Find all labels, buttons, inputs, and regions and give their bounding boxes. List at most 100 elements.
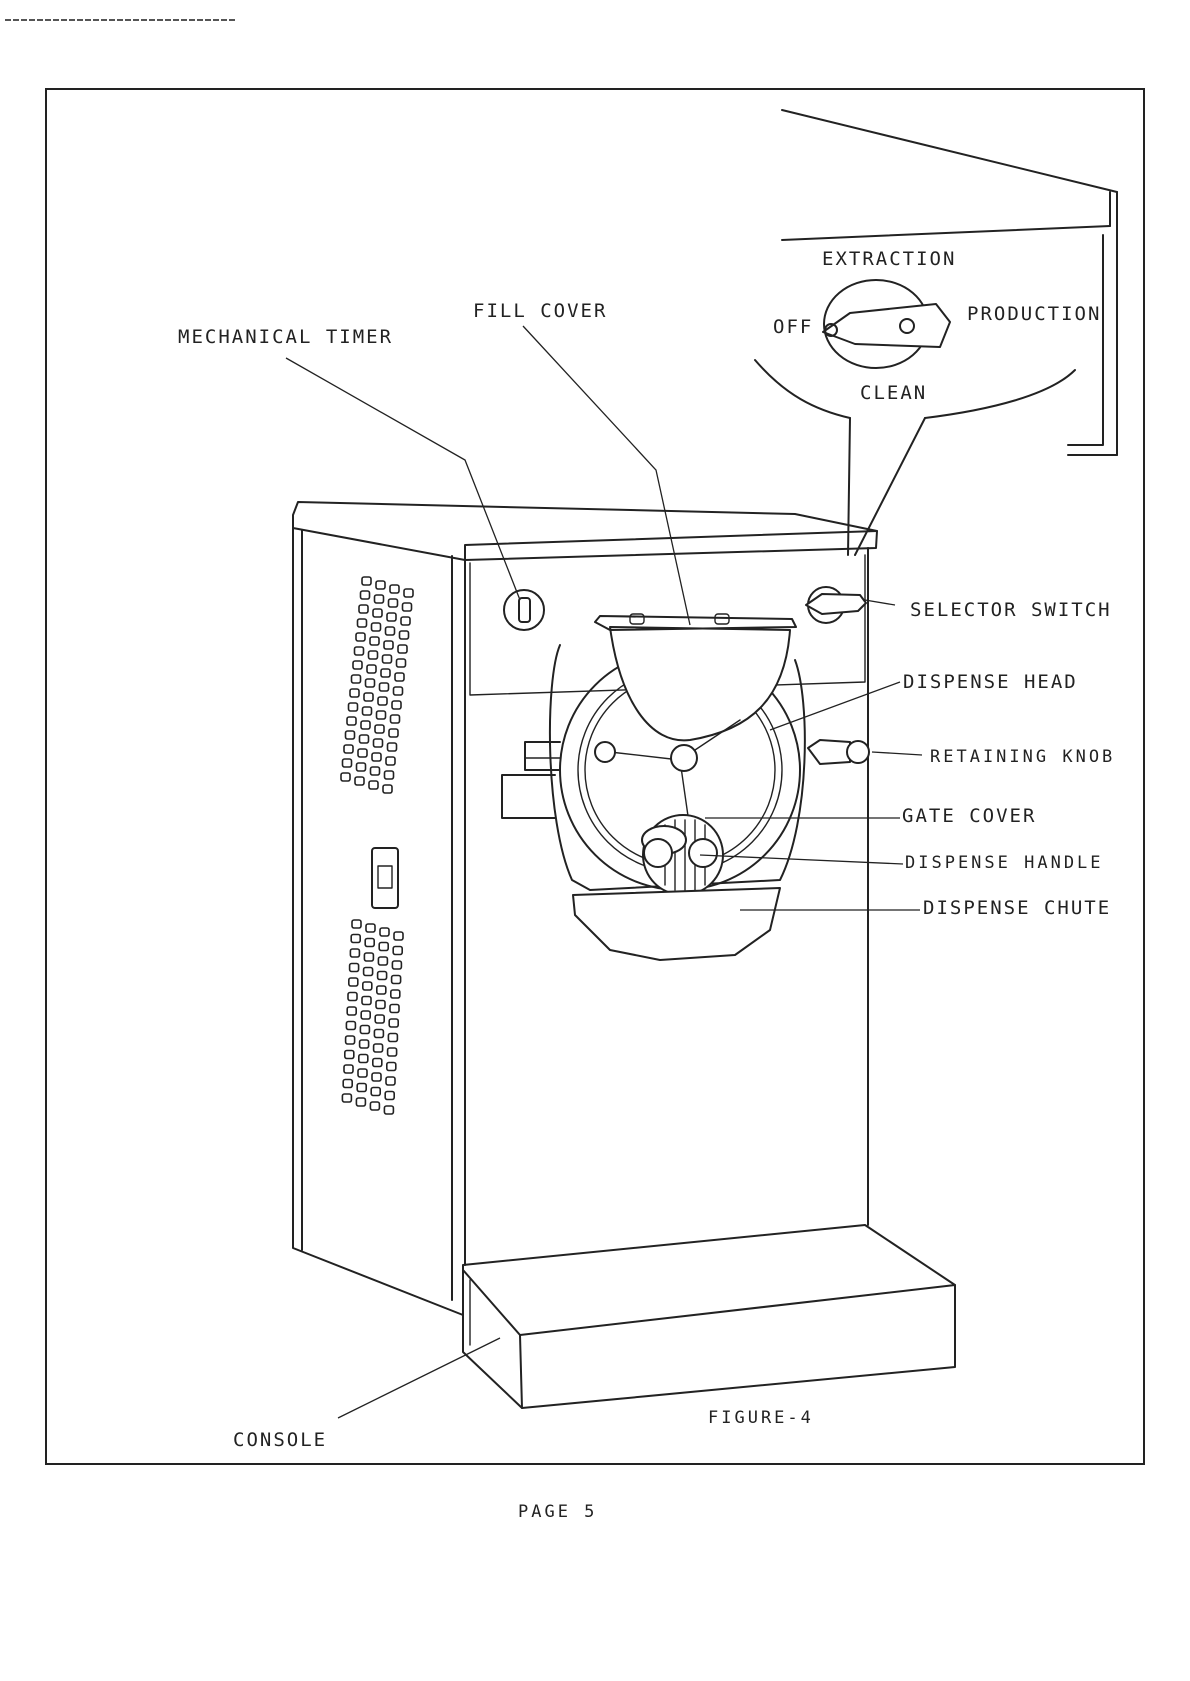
vent-slot (372, 753, 381, 761)
vent-slot (350, 964, 359, 972)
label-gate-cover: GATE COVER (902, 805, 1036, 827)
vent-slot (356, 1098, 365, 1106)
vent-slot (341, 773, 350, 781)
vent-slot (355, 777, 364, 785)
vent-slot (355, 647, 364, 655)
vent-slot (365, 939, 374, 947)
vent-slot (361, 591, 370, 599)
vent-slot (378, 697, 387, 705)
vent-slot (349, 978, 358, 986)
vent-slot (359, 1055, 368, 1063)
vent-slot (364, 968, 373, 976)
vent-slot (388, 1048, 397, 1056)
vent-slot (370, 637, 379, 645)
vent-slot (393, 947, 402, 955)
vent-slot (384, 641, 393, 649)
vent-slot (389, 729, 398, 737)
vent-slot (350, 949, 359, 957)
vent-slot (351, 935, 360, 943)
vent-slot (380, 683, 389, 691)
vent-slot (342, 1094, 351, 1102)
vent-slot (346, 1022, 355, 1030)
label-retaining-knob: RETAINING KNOB (930, 747, 1115, 767)
vent-slot (356, 633, 365, 641)
leader-lines (286, 326, 922, 1418)
vent-slot (358, 1069, 367, 1077)
label-console: CONSOLE (233, 1429, 327, 1451)
label-off: OFF (773, 316, 813, 338)
vent-slot (383, 785, 392, 793)
vent-slot (387, 1063, 396, 1071)
vent-slot (350, 689, 359, 697)
vent-slot (369, 651, 378, 659)
vent-slot (392, 976, 401, 984)
side-vents (341, 577, 413, 1114)
vent-slot (387, 613, 396, 621)
figure-caption: FIGURE-4 (708, 1408, 814, 1428)
vent-slot (386, 757, 395, 765)
vent-slot (389, 1019, 398, 1027)
vent-slot (373, 1059, 382, 1067)
vent-slot (343, 1080, 352, 1088)
vent-slot (362, 577, 371, 585)
vent-slot (383, 655, 392, 663)
vent-slot (374, 739, 383, 747)
label-extraction: EXTRACTION (822, 248, 956, 270)
label-fill-cover: FILL COVER (473, 300, 607, 322)
vent-slot (392, 701, 401, 709)
vent-slot (346, 731, 355, 739)
vent-slot (375, 595, 384, 603)
vent-slot (366, 679, 375, 687)
vent-slot (352, 920, 361, 928)
vent-slot (352, 675, 361, 683)
vent-slot (370, 1102, 379, 1110)
vent-slot (398, 645, 407, 653)
vent-slot (404, 589, 413, 597)
label-dispense-handle: DISPENSE HANDLE (905, 853, 1104, 873)
vent-slot (371, 1088, 380, 1096)
vent-slot (390, 585, 399, 593)
vent-slot (379, 943, 388, 951)
vent-slot (349, 703, 358, 711)
vent-slot (380, 928, 389, 936)
vent-slot (358, 749, 367, 757)
vent-slot (378, 972, 387, 980)
vent-slot (375, 1015, 384, 1023)
vent-slot (359, 605, 368, 613)
vent-slot (386, 1077, 395, 1085)
vent-slot (384, 1106, 393, 1114)
label-clean: CLEAN (860, 382, 927, 404)
vent-slot (388, 743, 397, 751)
vent-slot (358, 619, 367, 627)
vent-slot (346, 1036, 355, 1044)
label-dispense-head: DISPENSE HEAD (903, 671, 1078, 693)
vent-slot (403, 603, 412, 611)
vent-slot (367, 665, 376, 673)
vent-slot (361, 1011, 370, 1019)
vent-slot (401, 617, 410, 625)
vent-slot (377, 986, 386, 994)
vent-slot (347, 717, 356, 725)
vent-slot (386, 627, 395, 635)
vent-slot (376, 1001, 385, 1009)
vent-slot (360, 1026, 369, 1034)
vent-slot (376, 581, 385, 589)
vent-slot (357, 1084, 366, 1092)
vent-slot (345, 1051, 354, 1059)
vent-slot (390, 1005, 399, 1013)
vent-slot (364, 953, 373, 961)
vent-slot (348, 993, 357, 1001)
vent-slot (400, 631, 409, 639)
mechanical-timer-icon (504, 590, 544, 630)
page-number: PAGE 5 (518, 1502, 597, 1522)
vent-slot (385, 771, 394, 779)
vent-slot (364, 693, 373, 701)
vent-slot (395, 673, 404, 681)
vent-slot (360, 735, 369, 743)
vent-slot (371, 767, 380, 775)
vent-slot (372, 1073, 381, 1081)
vent-slot (394, 687, 403, 695)
selector-switch-icon (806, 587, 866, 623)
vent-slot (369, 781, 378, 789)
